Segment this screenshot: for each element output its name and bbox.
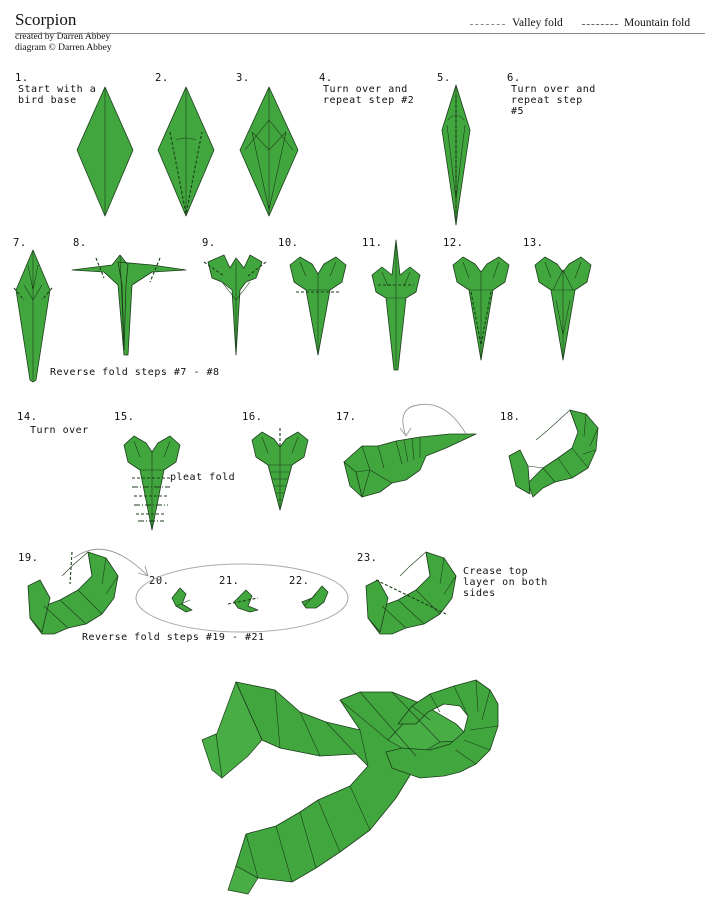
step-15-text: pleat fold bbox=[170, 472, 236, 483]
step-14-number: 14. bbox=[17, 411, 38, 423]
step-16-number: 16. bbox=[242, 411, 263, 423]
steps-20-22-ellipse bbox=[135, 563, 349, 633]
step-18-figure bbox=[508, 409, 599, 498]
step-10-figure bbox=[289, 256, 347, 356]
reverse-fold-19-21-note: Reverse fold steps #19 - #21 bbox=[82, 632, 265, 643]
step-10-number: 10. bbox=[278, 237, 299, 249]
created-by: created by Darren Abbey bbox=[15, 32, 111, 42]
step-5-figure bbox=[441, 84, 471, 226]
mountain-fold-legend-line bbox=[582, 24, 618, 25]
step-13-figure bbox=[534, 256, 592, 361]
step-6-text: Turn over and repeat step #5 bbox=[511, 84, 596, 117]
step-8-figure bbox=[71, 254, 187, 356]
step-17-figure bbox=[343, 403, 477, 498]
diagram-credit: diagram © Darren Abbey bbox=[15, 43, 112, 53]
step-22-number: 22. bbox=[289, 575, 310, 587]
reverse-fold-7-8-note: Reverse fold steps #7 - #8 bbox=[50, 367, 220, 378]
step-20-number: 20. bbox=[149, 575, 170, 587]
step-1-figure bbox=[76, 86, 134, 217]
step-11-number: 11. bbox=[362, 237, 383, 249]
step-21-number: 21. bbox=[219, 575, 240, 587]
step-1-text: Start with a bird base bbox=[18, 84, 97, 106]
step-11-figure bbox=[371, 239, 421, 371]
step-13-number: 13. bbox=[523, 237, 544, 249]
step-9-number: 9. bbox=[202, 237, 216, 249]
step-5-number: 5. bbox=[437, 72, 451, 84]
valley-fold-legend-line bbox=[470, 24, 505, 25]
step-19-number: 19. bbox=[18, 552, 39, 564]
step-15-number: 15. bbox=[114, 411, 135, 423]
step-23-figure bbox=[365, 551, 457, 635]
step-22-figure bbox=[301, 585, 329, 609]
step-16-figure bbox=[251, 428, 309, 511]
step-2-number: 2. bbox=[155, 72, 169, 84]
header-rule bbox=[15, 33, 705, 34]
step-12-figure bbox=[452, 256, 510, 361]
step-14-text: Turn over bbox=[30, 425, 89, 436]
step-8-number: 8. bbox=[73, 237, 87, 249]
step-7-figure bbox=[13, 249, 53, 383]
step-3-figure bbox=[239, 86, 299, 217]
step-6-number: 6. bbox=[507, 72, 521, 84]
step-4-number: 4. bbox=[319, 72, 333, 84]
step-17-number: 17. bbox=[336, 411, 357, 423]
step-12-number: 12. bbox=[443, 237, 464, 249]
step-15-figure bbox=[123, 435, 181, 531]
step-3-number: 3. bbox=[236, 72, 250, 84]
mountain-fold-legend: Mountain fold bbox=[624, 17, 691, 29]
step-23-number: 23. bbox=[357, 552, 378, 564]
valley-fold-legend: Valley fold bbox=[512, 17, 563, 29]
step-23-text: Crease top layer on both sides bbox=[463, 566, 548, 599]
step-18-number: 18. bbox=[500, 411, 521, 423]
page-title: Scorpion bbox=[15, 10, 77, 29]
step-1-number: 1. bbox=[15, 72, 29, 84]
step-4-text: Turn over and repeat step #2 bbox=[323, 84, 415, 106]
step-7-number: 7. bbox=[13, 237, 27, 249]
step-19-figure bbox=[27, 548, 149, 635]
step-9-figure bbox=[203, 254, 267, 356]
step-2-figure bbox=[157, 86, 215, 217]
step-20-figure bbox=[171, 587, 193, 613]
step-21-figure bbox=[227, 589, 259, 613]
final-scorpion-figure bbox=[201, 679, 499, 895]
